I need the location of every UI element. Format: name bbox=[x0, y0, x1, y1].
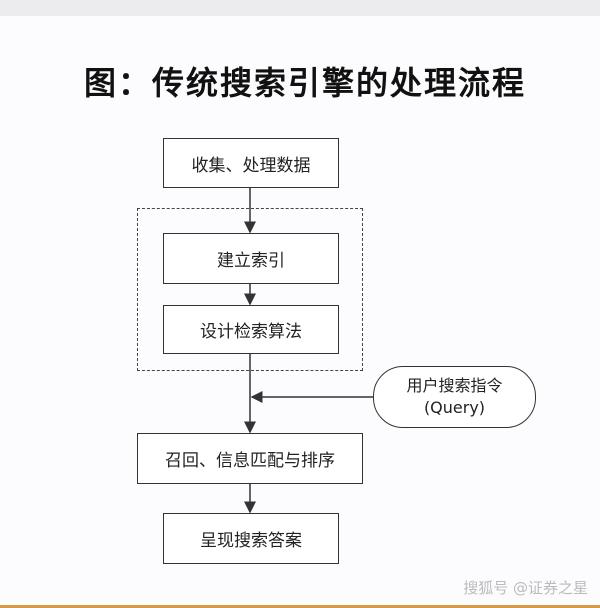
indexing-group bbox=[137, 208, 363, 371]
step-present: 呈现搜索答案 bbox=[163, 513, 339, 564]
user-query-node: 用户搜索指令 (Query) bbox=[373, 366, 536, 428]
diagram-title: 图：传统搜索引擎的处理流程 bbox=[84, 64, 527, 102]
bottom-line bbox=[0, 605, 600, 608]
query-label: 用户搜索指令 bbox=[406, 376, 503, 395]
step-algorithm: 设计检索算法 bbox=[163, 305, 339, 354]
step-collect: 收集、处理数据 bbox=[163, 138, 339, 188]
watermark: 搜狐号 @证券之星 bbox=[463, 579, 588, 597]
step-index: 建立索引 bbox=[163, 233, 339, 284]
query-sublabel: (Query) bbox=[423, 398, 486, 417]
step-recall: 召回、信息匹配与排序 bbox=[137, 433, 363, 484]
top-band bbox=[0, 0, 600, 16]
